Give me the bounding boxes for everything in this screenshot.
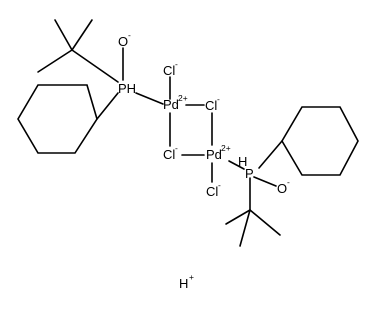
bond (239, 209, 251, 247)
cl-bridge-right-charge: - (217, 94, 220, 104)
p-bottom-label: P (245, 166, 254, 181)
bond (17, 84, 98, 154)
bond (249, 209, 281, 236)
bond (71, 49, 119, 83)
bond (258, 140, 283, 169)
o-bottom-charge: - (287, 177, 290, 187)
bond (37, 49, 73, 73)
bond (54, 19, 73, 51)
pd-bottom-charge: 2+ (221, 143, 231, 153)
cl-bottom-charge: - (218, 180, 221, 190)
pd-bottom-label: Pd (206, 147, 222, 162)
o-top-label: O (118, 34, 128, 49)
pd-top-label: Pd (163, 97, 179, 112)
bond (228, 160, 245, 170)
cl-bridge-right-label: Cl (205, 98, 217, 113)
cl-top-charge: - (175, 59, 178, 69)
bond (281, 106, 359, 176)
cl-bridge-left-label: Cl (163, 147, 175, 162)
o-bottom-label: O (277, 181, 287, 196)
o-top-charge: - (128, 30, 131, 40)
bond (135, 92, 164, 105)
h-plus-charge: + (189, 272, 194, 282)
bond (71, 19, 93, 51)
cl-top-label: Cl (163, 63, 175, 78)
bond (96, 92, 119, 120)
h-plus-label: H (179, 276, 188, 291)
h-bottom-label: H (238, 154, 247, 169)
cl-bottom-label: Cl (206, 184, 218, 199)
pd-top-charge: 2+ (178, 93, 188, 103)
bond (253, 176, 277, 187)
p-top-label: PH (118, 81, 136, 96)
cl-bridge-left-charge: - (175, 143, 178, 153)
bond (225, 209, 251, 225)
